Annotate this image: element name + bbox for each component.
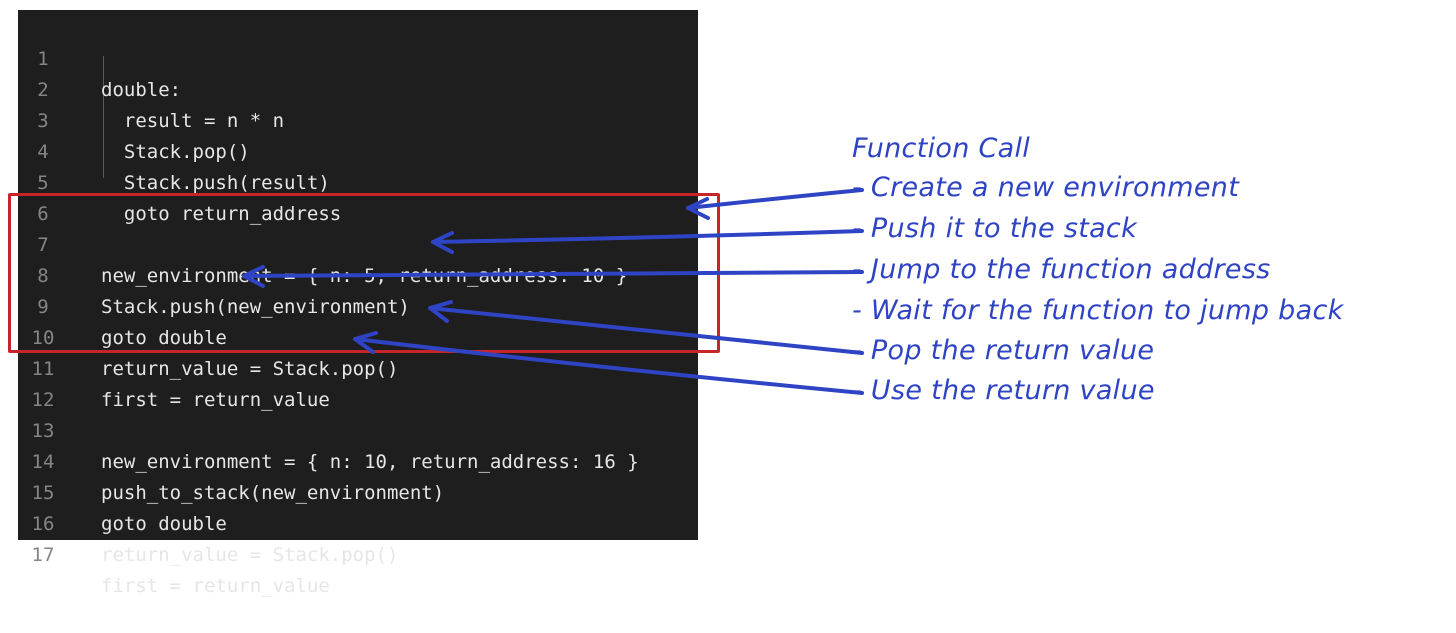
- line-number: 2: [37, 79, 49, 101]
- indent-guide: [103, 56, 104, 178]
- line-code: double:: [101, 79, 182, 101]
- line-number: 11: [31, 358, 55, 380]
- line-code: goto double: [101, 327, 227, 349]
- line-number: 4: [37, 141, 49, 163]
- line-number: 6: [37, 203, 49, 225]
- code-line: 4 Stack.push(result): [18, 106, 698, 194]
- code-line: 14 push_to_stack(new_environment): [18, 416, 698, 504]
- line-number: 9: [37, 296, 49, 318]
- code-line: 5 goto return_address: [18, 137, 698, 225]
- line-code: Stack.push(new_environment): [101, 296, 410, 318]
- line-number: 12: [31, 389, 55, 411]
- code-line: 1 double:: [18, 13, 698, 101]
- annotation-step: - Push it to the stack: [852, 213, 1138, 244]
- code-line: 11 first = return_value: [18, 323, 698, 411]
- line-code: Stack.push(result): [101, 172, 330, 194]
- line-number: 15: [31, 482, 55, 504]
- line-code: Stack.pop(): [101, 141, 250, 163]
- line-code: return_value = Stack.pop(): [101, 544, 399, 566]
- line-code: first = return_value: [101, 575, 330, 597]
- annotation-title: Function Call: [852, 133, 1031, 164]
- line-code: push_to_stack(new_environment): [101, 482, 445, 504]
- code-line: 9 goto double: [18, 261, 698, 349]
- function-call-highlight-box: [8, 193, 720, 353]
- line-number: 7: [37, 234, 49, 256]
- code-line: 8 Stack.push(new_environment): [18, 230, 698, 318]
- line-code: new_environment = { n: 10, return_addres…: [101, 451, 639, 473]
- code-line: 12: [18, 354, 698, 411]
- code-line: 15 goto double: [18, 447, 698, 535]
- line-code: result = n * n: [101, 110, 285, 132]
- annotation-step: - Create a new environment: [852, 172, 1240, 203]
- code-line: 3 Stack.pop(): [18, 75, 698, 163]
- code-line: 13 new_environment = { n: 10, return_add…: [18, 385, 698, 473]
- code-line: 16 return_value = Stack.pop(): [18, 478, 698, 566]
- annotation-step: - Pop the return value: [852, 335, 1155, 366]
- code-line: 2 result = n * n: [18, 44, 698, 132]
- line-number: 3: [37, 110, 49, 132]
- line-number: 10: [31, 327, 55, 349]
- line-code: goto return_address: [101, 203, 342, 225]
- annotation-step: - Use the return value: [852, 375, 1155, 406]
- annotation-step: - Wait for the function to jump back: [852, 295, 1344, 326]
- line-number: 14: [31, 451, 55, 473]
- line-number: 16: [31, 513, 55, 535]
- line-number: 8: [37, 265, 49, 287]
- line-number: 13: [31, 420, 55, 442]
- line-number: 1: [37, 48, 49, 70]
- line-number: 17: [31, 544, 55, 566]
- annotation-step: - Jump to the function address: [852, 254, 1271, 285]
- line-code: goto double: [101, 513, 227, 535]
- code-line: 17 first = return_value: [18, 509, 698, 597]
- code-line: 6: [18, 168, 698, 225]
- line-number: 5: [37, 172, 49, 194]
- line-code: first = return_value: [101, 389, 330, 411]
